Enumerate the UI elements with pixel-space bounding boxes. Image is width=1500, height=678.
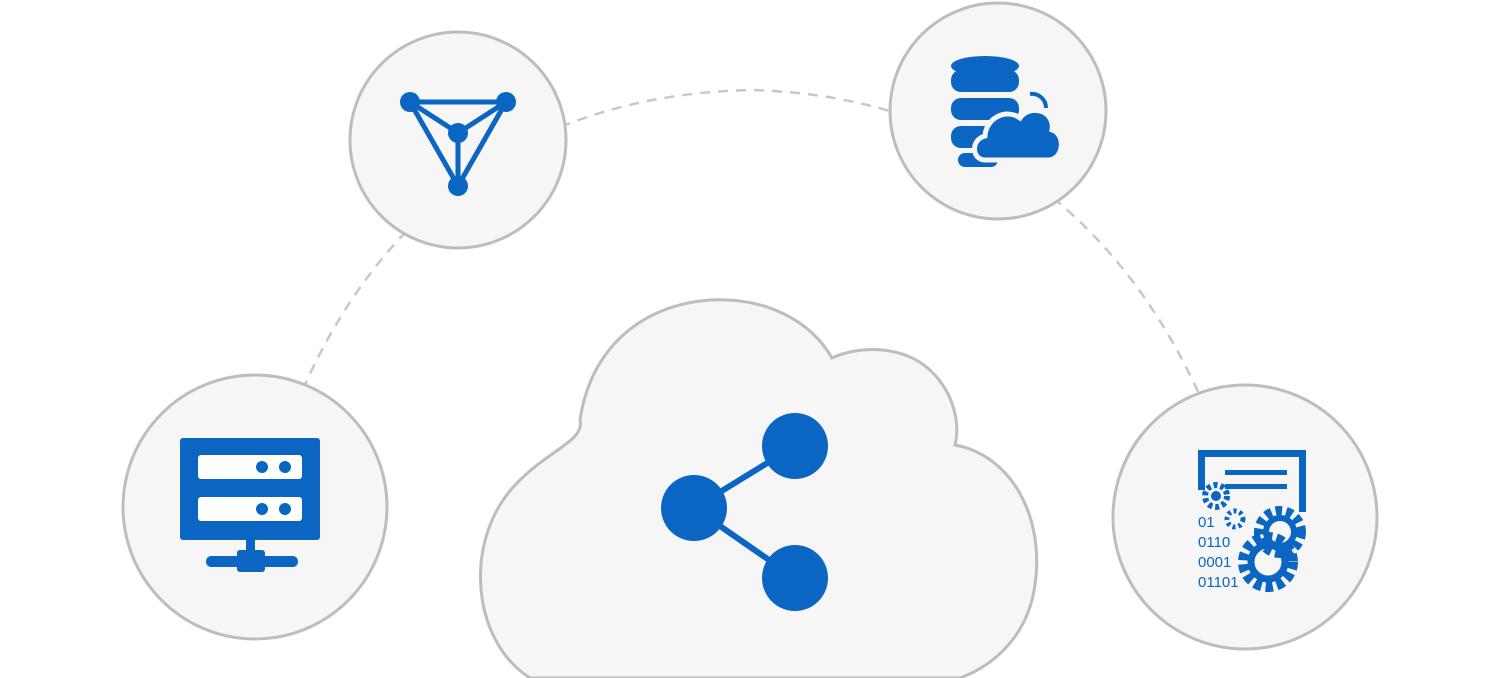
- node-data-processing: 01 0110 0001 01101: [1111, 383, 1379, 651]
- dashed-connection-arc: [281, 88, 1220, 441]
- data-processing-gears-icon: 01 0110 0001 01101: [1198, 450, 1306, 592]
- node-database-cloud: [888, 1, 1108, 221]
- node-triangle-network: [348, 30, 568, 250]
- binary-line-3: 0001: [1198, 554, 1231, 571]
- binary-line-2: 0110: [1198, 534, 1230, 551]
- central-cloud: [479, 298, 1039, 678]
- binary-line-4: 01101: [1198, 574, 1239, 591]
- share-icon: [661, 413, 828, 611]
- node-server: [121, 373, 389, 641]
- server-network-icon: [180, 438, 320, 572]
- binary-line-1: 01: [1198, 514, 1215, 531]
- cloud-shape: [479, 298, 1039, 678]
- database-cloud-icon: [951, 56, 1064, 167]
